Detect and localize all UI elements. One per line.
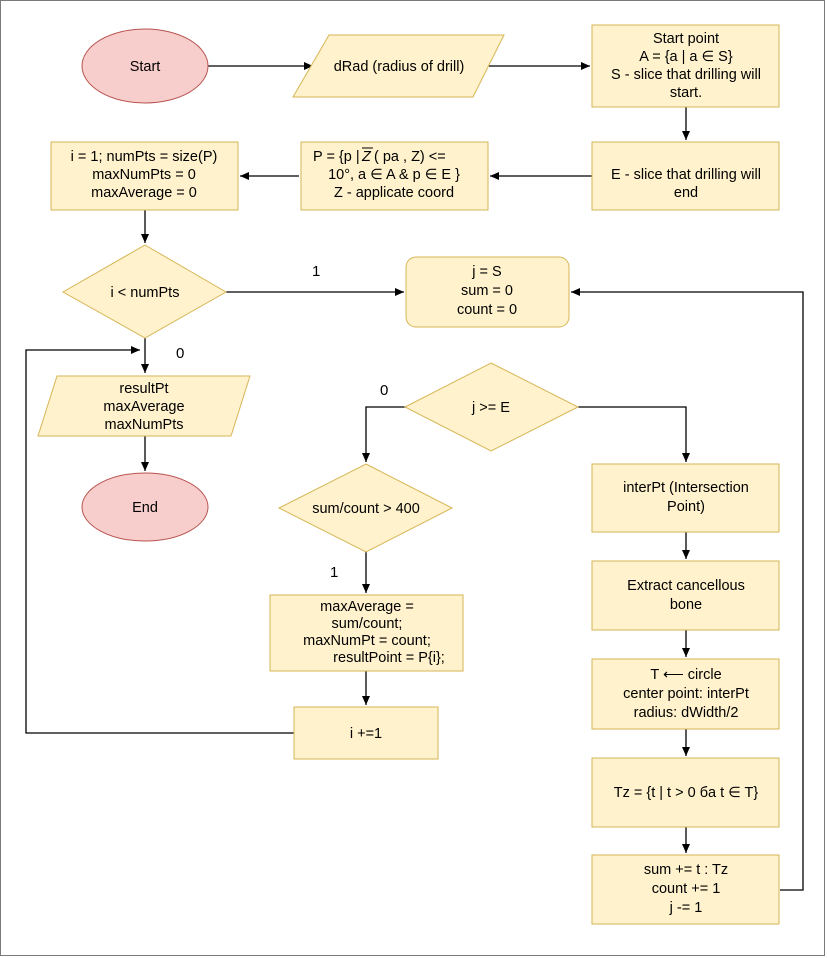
cond-j-diamond	[403, 362, 580, 452]
edge-incr-loop	[25, 346, 294, 734]
tz-label: Tz = {t | t > 0 бa t ∈ T}	[614, 785, 759, 801]
endslice-line-2: end	[674, 185, 698, 201]
circle-box	[591, 658, 780, 730]
update-line-1: maxAverage =	[320, 599, 414, 615]
cond-i-label: i < numPts	[111, 285, 180, 301]
pset-overline-symbol: Z	[361, 149, 372, 165]
pset-line-3: Z - applicate coord	[334, 185, 454, 201]
edge-label-i-true: 1	[312, 263, 320, 280]
circle-line-2: center point: interPt	[623, 686, 749, 702]
output-line-1: resultPt	[119, 381, 168, 397]
interpt-line-2: Point)	[667, 499, 705, 515]
end-label: End	[132, 500, 158, 516]
start-label: Start	[130, 59, 161, 75]
jinit-line-3: count = 0	[457, 302, 517, 318]
startpoint-line-3: S - slice that drilling will	[611, 67, 761, 83]
nodes	[37, 24, 780, 925]
extract-line-1: Extract cancellous	[627, 578, 745, 594]
output-shape	[37, 375, 251, 437]
incr-box	[293, 706, 439, 760]
pset-line-1-suffix: ( pa , Z) <=	[374, 149, 446, 165]
update-line-4: resultPoint = P{i};	[333, 650, 445, 666]
pset-box	[300, 141, 489, 211]
jinit-box	[405, 256, 570, 328]
accum-line-3: j -= 1	[669, 900, 703, 916]
edge-labels: 1 0 0 1	[176, 263, 388, 581]
edges	[25, 62, 804, 891]
edge-label-avg-true: 1	[330, 564, 338, 581]
drad-label: dRad (radius of drill)	[334, 59, 465, 75]
cond-j-label: j >= E	[471, 400, 510, 416]
cond-i-diamond	[61, 244, 228, 339]
drad-input-shape	[292, 34, 505, 98]
update-line-3: maxNumPt = count;	[303, 633, 431, 649]
init-line-2: maxNumPts = 0	[92, 167, 196, 183]
init-line-1: i = 1; numPts = size(P)	[71, 149, 218, 165]
extract-line-2: bone	[670, 597, 702, 613]
startpoint-box	[591, 24, 780, 108]
accum-box	[591, 854, 780, 925]
jinit-line-2: sum = 0	[461, 283, 513, 299]
output-line-2: maxAverage	[103, 399, 184, 415]
tz-box	[591, 757, 780, 828]
incr-label: i +=1	[350, 726, 382, 742]
pset-line-1-prefix: P = {p |	[313, 149, 360, 165]
cond-avg-diamond	[277, 463, 454, 553]
start-terminal	[81, 28, 209, 104]
extract-box	[591, 560, 780, 631]
endslice-line-1: E - slice that drilling will	[611, 167, 761, 183]
edge-condj-interpt	[578, 406, 690, 462]
accum-line-2: count += 1	[652, 881, 721, 897]
edge-label-i-false: 0	[176, 345, 184, 362]
end-terminal	[81, 472, 209, 542]
startpoint-line-1: Start point	[653, 31, 719, 47]
init-box	[50, 141, 239, 211]
edge-accum-jinit	[571, 288, 804, 891]
cond-avg-label: sum/count > 400	[312, 501, 420, 517]
accum-line-1: sum += t : Tz	[644, 862, 728, 878]
startpoint-line-4: start.	[670, 85, 702, 101]
circle-line-3: radius: dWidth/2	[634, 705, 739, 721]
edge-condj-condavg	[362, 406, 408, 462]
interpt-box	[591, 463, 780, 533]
update-line-2: sum/count;	[332, 616, 403, 632]
edge-label-j-false: 0	[380, 382, 388, 399]
endslice-box	[591, 141, 780, 211]
update-box	[269, 594, 464, 672]
node-texts: Start dRad (radius of drill) Start point…	[71, 31, 761, 916]
pset-line-2: 10°, a ∈ A & p ∈ E }	[328, 167, 460, 183]
jinit-line-1: j = S	[471, 264, 501, 280]
circle-line-1: T ⟵ circle	[650, 667, 721, 683]
startpoint-line-2: A = {a | a ∈ S}	[639, 49, 733, 65]
output-line-3: maxNumPts	[105, 417, 184, 433]
init-line-3: maxAverage = 0	[91, 185, 197, 201]
interpt-line-1: interPt (Intersection	[623, 480, 749, 496]
